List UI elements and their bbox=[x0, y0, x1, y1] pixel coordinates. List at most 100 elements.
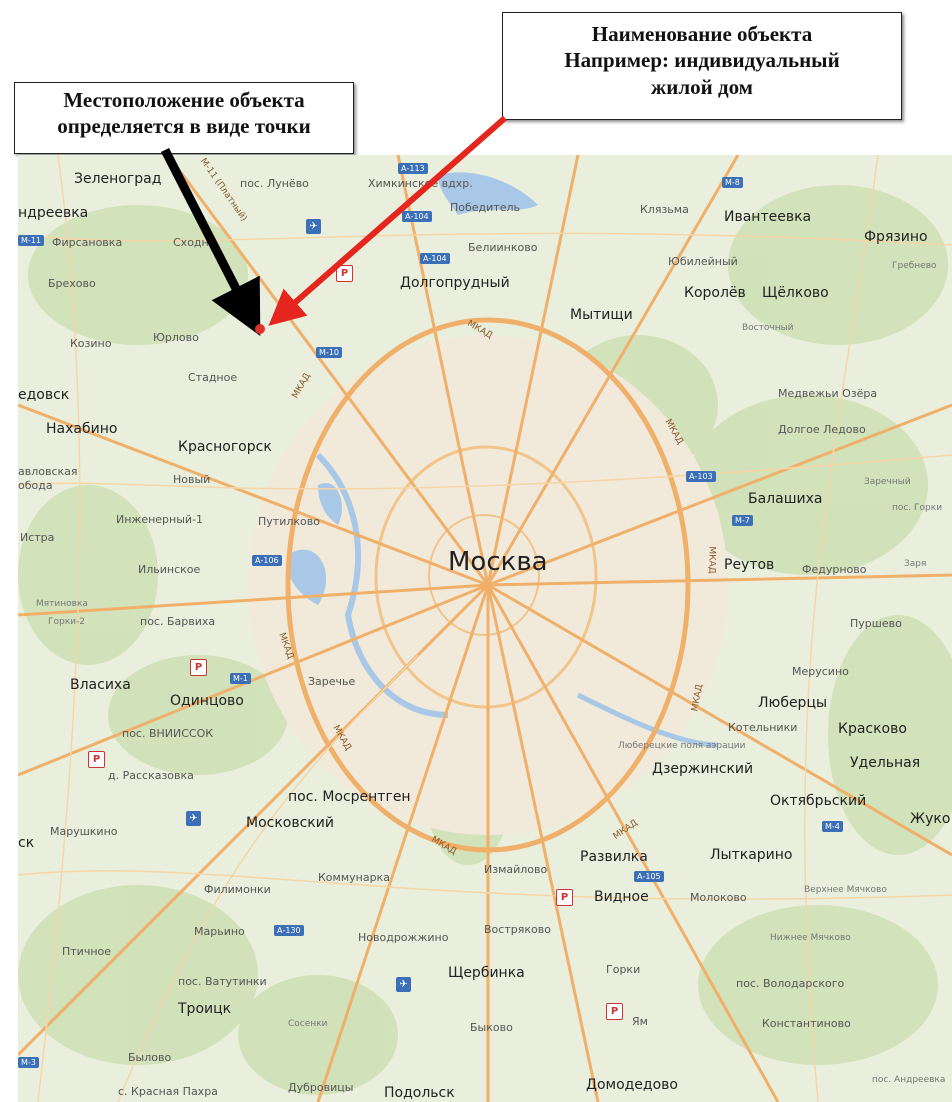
callout-name-line3: жилой дом bbox=[651, 74, 753, 99]
place-label: Белиинково bbox=[468, 241, 538, 254]
place-label: Домодедово bbox=[586, 1077, 678, 1093]
road-shield: А-104 bbox=[402, 211, 432, 222]
place-label: авловская bbox=[18, 465, 78, 478]
place-label: Федурново bbox=[802, 563, 867, 576]
road-shield: М-4 bbox=[822, 821, 843, 832]
place-label: Балашиха bbox=[748, 491, 823, 507]
road-shield: А-113 bbox=[398, 163, 428, 174]
place-label: пос. Мосрентген bbox=[288, 789, 411, 805]
place-label: Нахабино bbox=[46, 421, 118, 437]
place-label: Подольск bbox=[384, 1085, 455, 1101]
place-label: Октябрьский bbox=[770, 793, 867, 809]
place-label: Новодрожжино bbox=[358, 931, 449, 944]
place-label: Заря bbox=[904, 559, 927, 569]
parking-icon[interactable]: P bbox=[556, 889, 573, 906]
place-label: Дубровицы bbox=[288, 1081, 354, 1094]
place-label: Мытищи bbox=[570, 307, 633, 323]
road-shield: А-103 bbox=[686, 471, 716, 482]
place-label: Ильинское bbox=[138, 563, 201, 576]
place-label: Пуршево bbox=[850, 617, 902, 630]
place-label: Восточный bbox=[742, 323, 794, 333]
place-label: Власиха bbox=[70, 677, 131, 693]
place-label: Путилково bbox=[258, 515, 320, 528]
place-label: Истра bbox=[20, 531, 55, 544]
place-label: пос. Барвиха bbox=[140, 615, 216, 628]
road-shield: М-3 bbox=[18, 1057, 39, 1068]
city-label-moscow: Москва bbox=[448, 547, 548, 577]
place-label: Сходня bbox=[173, 236, 216, 249]
place-label: Инженерный-1 bbox=[116, 513, 204, 526]
road-shield: А-130 bbox=[274, 925, 304, 936]
place-label: Щербинка bbox=[448, 965, 525, 981]
place-label: Филимонки bbox=[204, 883, 271, 896]
callout-location-line2: определяется в виде точки bbox=[57, 114, 311, 139]
callout-location: Местоположение объекта определяется в ви… bbox=[14, 82, 354, 154]
airport-icon[interactable]: ✈ bbox=[186, 811, 201, 826]
place-label: Былово bbox=[128, 1051, 172, 1064]
map-base bbox=[18, 155, 952, 1102]
place-label: Юрлово bbox=[153, 331, 199, 344]
place-label: Победитель bbox=[450, 201, 520, 214]
place-label: Красногорск bbox=[178, 439, 272, 455]
place-label: ндреевка bbox=[18, 205, 89, 221]
place-label: пос. Володарского bbox=[736, 977, 845, 990]
road-shield: М-11 bbox=[18, 235, 44, 246]
place-label: Марьино bbox=[194, 925, 245, 938]
airport-icon[interactable]: ✈ bbox=[306, 219, 321, 234]
place-label: Марушкино bbox=[50, 825, 118, 838]
place-label: Щёлково bbox=[762, 285, 829, 301]
road-shield: А-104 bbox=[420, 253, 450, 264]
place-label: пос. Лунёво bbox=[240, 177, 309, 190]
place-label: пос. ВНИИССОК bbox=[122, 727, 214, 740]
place-label: Гребнево bbox=[892, 261, 937, 271]
place-label: Нижнее Мячково bbox=[770, 933, 851, 943]
place-label: Люберецкие поля аэрации bbox=[618, 741, 746, 751]
parking-icon[interactable]: P bbox=[336, 265, 353, 282]
airport-icon[interactable]: ✈ bbox=[396, 977, 411, 992]
road-shield: М-7 bbox=[732, 515, 753, 526]
road-shield: М-1 bbox=[230, 673, 251, 684]
arrow-object-name bbox=[268, 115, 507, 326]
place-label: Зеленоград bbox=[74, 171, 162, 187]
object-point[interactable] bbox=[255, 324, 265, 334]
callout-location-line1: Местоположение объекта bbox=[63, 88, 305, 112]
place-label: Быково bbox=[470, 1021, 513, 1034]
callout-name-line1: Наименование объекта bbox=[591, 22, 813, 46]
place-label: едовск bbox=[18, 387, 70, 403]
place-label: Горки-2 bbox=[48, 617, 85, 627]
place-label: Фирсановка bbox=[52, 236, 123, 249]
place-label: Новый bbox=[173, 473, 211, 486]
place-label: Видное bbox=[594, 889, 649, 905]
place-label: Востряково bbox=[484, 923, 551, 936]
place-label: Измайлово bbox=[484, 863, 548, 876]
parking-icon[interactable]: P bbox=[190, 659, 207, 676]
place-label: Заречный bbox=[864, 477, 911, 487]
place-label: Мятиновка bbox=[36, 599, 88, 609]
road-shield: А-105 bbox=[634, 871, 664, 882]
place-label: пос. Андреевка bbox=[872, 1075, 946, 1085]
place-label: Реутов bbox=[724, 557, 775, 573]
place-label: Птичное bbox=[62, 945, 112, 958]
place-label: Верхнее Мячково bbox=[804, 885, 887, 895]
callout-object-name: Наименование объекта Например: индивидуа… bbox=[502, 12, 902, 120]
place-label: Лыткарино bbox=[710, 847, 793, 863]
place-label: ск bbox=[18, 835, 35, 851]
place-label: Мерусино bbox=[792, 665, 849, 678]
place-label: Горки bbox=[606, 963, 641, 976]
place-label: Фрязино bbox=[864, 229, 928, 245]
place-label: Жуко bbox=[910, 811, 951, 827]
place-label: Медвежьи Озёра bbox=[778, 387, 878, 400]
place-label: Клязьма bbox=[640, 203, 689, 216]
place-label: Дзержинский bbox=[652, 761, 754, 777]
place-label: Юбилейный bbox=[668, 255, 738, 268]
parking-icon[interactable]: P bbox=[88, 751, 105, 768]
map[interactable]: Москва Зеленоград ндреевка Фирсановка Сх… bbox=[18, 155, 952, 1102]
place-label: Одинцово bbox=[170, 693, 244, 709]
place-label: Заречье bbox=[308, 675, 356, 688]
place-label: пос. Ватутинки bbox=[178, 975, 267, 988]
place-label: Троицк bbox=[178, 1001, 232, 1017]
parking-icon[interactable]: P bbox=[606, 1003, 623, 1020]
place-label: Удельная bbox=[850, 755, 921, 771]
road-shield: А-106 bbox=[252, 555, 282, 566]
place-label: Котельники bbox=[728, 721, 798, 734]
